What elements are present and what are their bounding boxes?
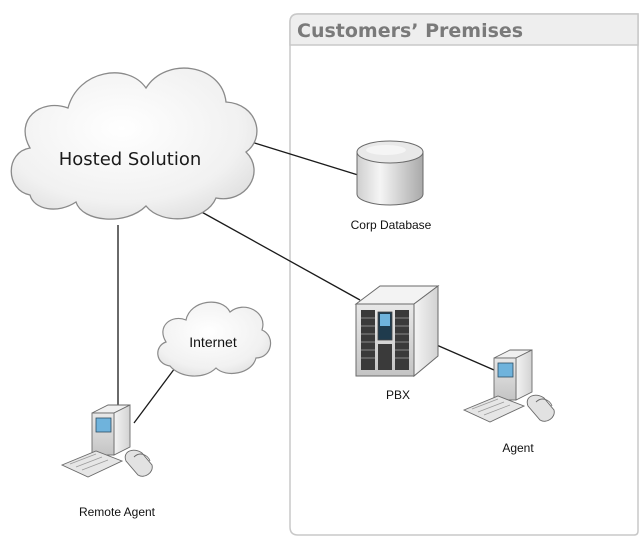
database-label: Corp Database — [351, 218, 432, 232]
agent-label: Agent — [502, 441, 534, 455]
workstation-icon — [60, 404, 153, 478]
customers-premises-panel: Customers’ Premises — [289, 13, 639, 536]
link-hosted-database — [244, 139, 359, 176]
link-pbx-agent — [431, 342, 495, 371]
premises-title: Customers’ Premises — [297, 20, 523, 42]
link-hosted-pbx — [197, 209, 361, 301]
link-internet-remote-agent — [133, 367, 176, 424]
workstation-icon — [462, 349, 555, 423]
server-icon — [354, 285, 440, 378]
hosted-solution-label: Hosted Solution — [59, 149, 202, 170]
database-icon — [356, 140, 424, 206]
connectors — [117, 139, 495, 424]
hosted-solution-cloud: Hosted Solution — [10, 67, 258, 220]
internet-label: Internet — [189, 334, 237, 350]
remote-agent-label: Remote Agent — [79, 505, 156, 519]
internet-cloud: Internet — [157, 301, 272, 377]
pbx-label: PBX — [386, 388, 410, 402]
